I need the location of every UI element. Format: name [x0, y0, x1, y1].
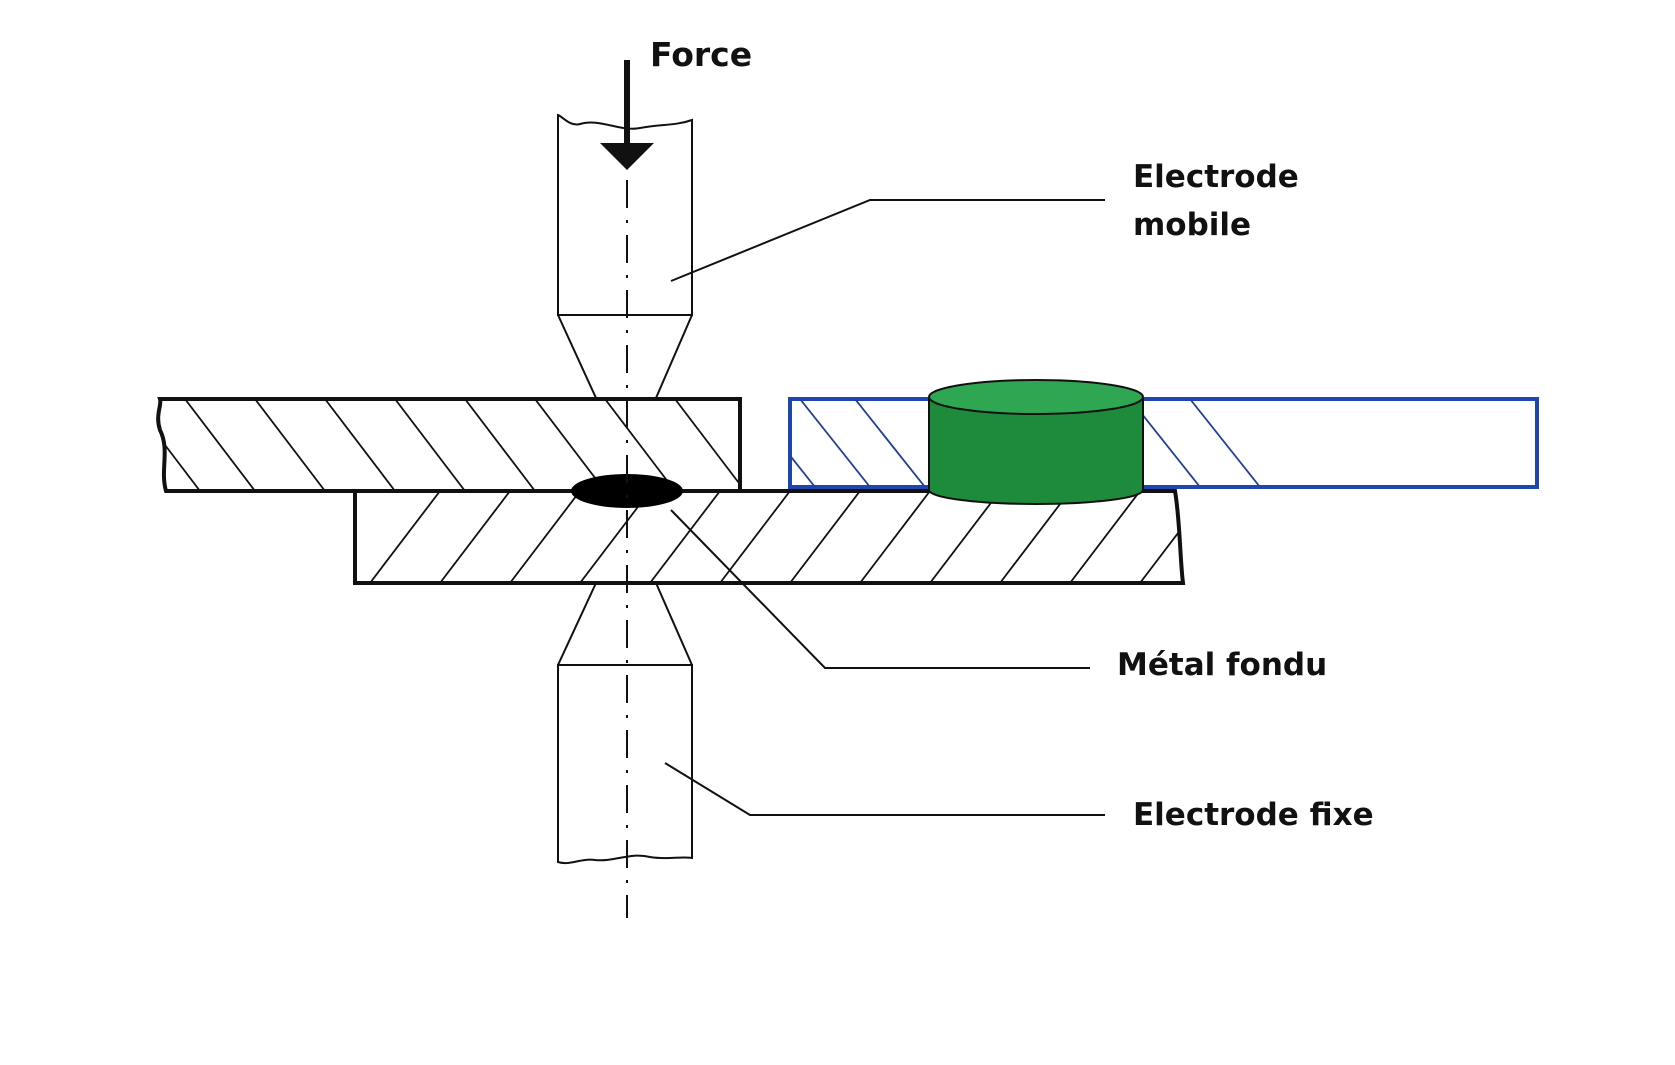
label-metal-fondu: Métal fondu — [1117, 647, 1327, 683]
label-electrode-mobile-line2: mobile — [1133, 207, 1251, 243]
molten-metal-nugget — [571, 474, 683, 508]
fixed-electrode — [557, 582, 693, 865]
top-sheet — [156, 397, 742, 493]
mobile-electrode — [557, 113, 693, 399]
label-electrode-fixe: Electrode fixe — [1133, 797, 1374, 833]
leader-electrode-fixe — [664, 762, 1105, 816]
label-electrode-mobile-line1: Electrode — [1133, 159, 1299, 195]
leader-metal-fondu — [670, 509, 1090, 669]
label-force: Force — [650, 35, 752, 74]
weld-nugget-cylinder — [928, 379, 1144, 505]
leader-electrode-mobile — [670, 199, 1105, 282]
bottom-sheet — [353, 489, 1186, 585]
force-arrow — [600, 60, 654, 170]
blue-sheet — [788, 397, 1539, 489]
